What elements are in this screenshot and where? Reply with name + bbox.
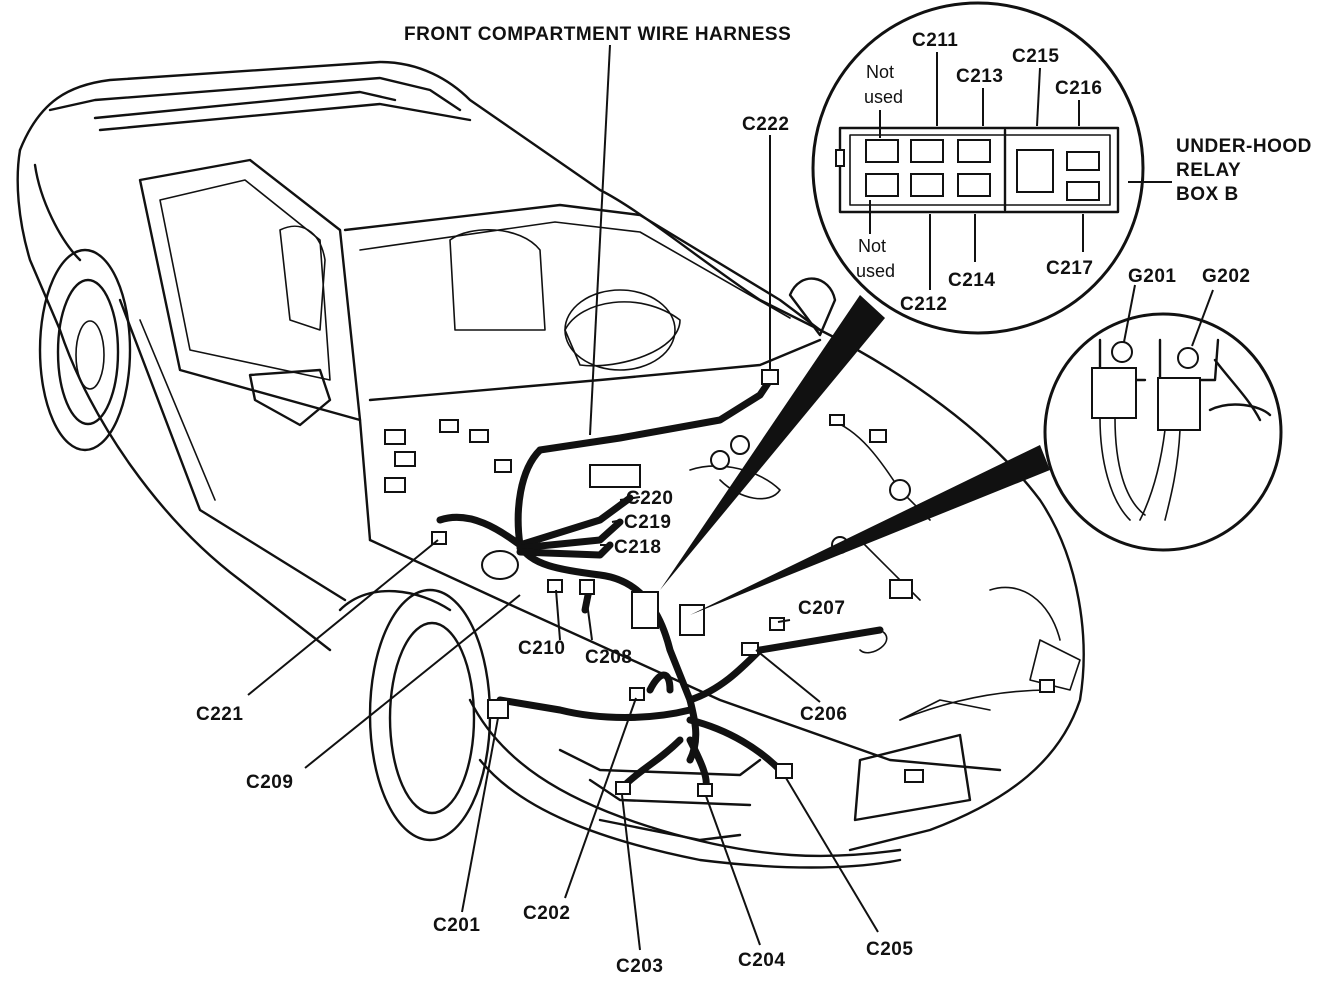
label-c216: C216	[1055, 78, 1102, 99]
label-c206: C206	[800, 704, 847, 725]
relay-box-label-3: BOX B	[1176, 184, 1239, 205]
label-c217: C217	[1046, 258, 1093, 279]
ground-detail	[1043, 284, 1283, 552]
label-c215: C215	[1012, 46, 1059, 67]
label-c204: C204	[738, 950, 785, 971]
relay-not-used-bottom-1: Not	[858, 236, 886, 256]
label-c213: C213	[956, 66, 1003, 87]
car-body	[16, 60, 1085, 869]
label-c202: C202	[523, 903, 570, 924]
label-c201: C201	[433, 915, 480, 936]
label-g202: G202	[1202, 266, 1250, 287]
connector-markers	[431, 369, 793, 797]
ground-callout-wedge	[690, 445, 1050, 615]
relay-not-used-top-2: used	[864, 87, 903, 107]
relay-box-label-2: RELAY	[1176, 160, 1241, 181]
label-c209: C209	[246, 772, 293, 793]
label-c208: C208	[585, 647, 632, 668]
label-c210: C210	[518, 638, 565, 659]
label-c212: C212	[900, 294, 947, 315]
label-c222: C222	[742, 114, 789, 135]
label-leaders	[247, 44, 879, 951]
label-c221: C221	[196, 704, 243, 725]
label-c220: C220	[626, 488, 673, 509]
label-c211: C211	[912, 30, 958, 51]
label-c219: C219	[624, 512, 671, 533]
label-c214: C214	[948, 270, 995, 291]
wire-harness	[436, 376, 1061, 794]
relay-box-label-1: UNDER-HOOD	[1176, 136, 1312, 157]
relay-not-used-bottom-2: used	[856, 261, 895, 281]
engine-bay-components	[384, 414, 1055, 783]
relay-not-used-top-1: Not	[866, 62, 894, 82]
label-c205: C205	[866, 939, 913, 960]
relay-box-detail	[811, 1, 1172, 335]
label-g201: G201	[1128, 266, 1176, 287]
label-c218: C218	[614, 537, 661, 558]
label-c207: C207	[798, 598, 845, 619]
relay-box-callout-wedge	[660, 295, 885, 590]
labels: FRONT COMPARTMENT WIRE HARNESS Not used …	[196, 24, 1312, 977]
label-c203: C203	[616, 956, 663, 977]
diagram-title: FRONT COMPARTMENT WIRE HARNESS	[404, 24, 791, 45]
